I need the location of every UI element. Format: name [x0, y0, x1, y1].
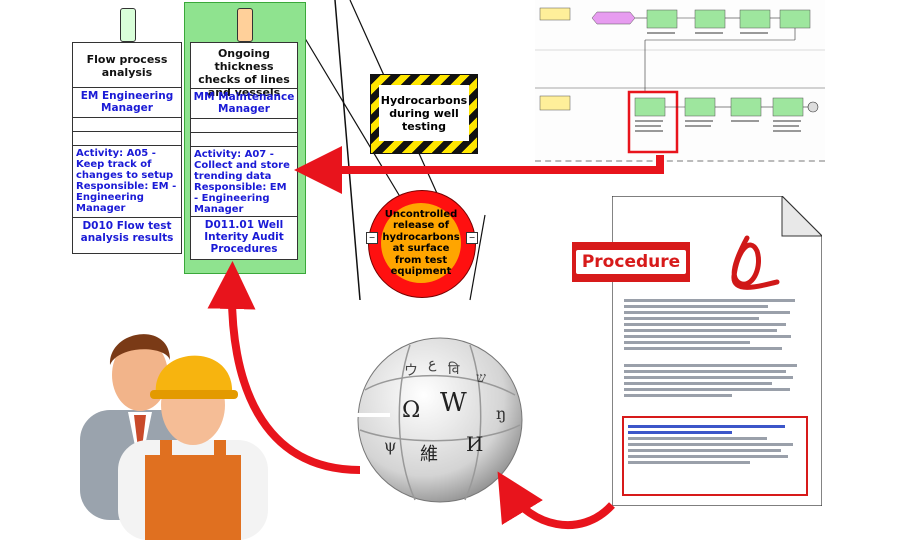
flow-card-spacer-1	[73, 118, 181, 132]
procedure-label: Procedure	[575, 250, 687, 274]
thickness-card-owner: MM Maintenance Manager	[191, 89, 297, 119]
wiki-glyph-8: ש	[476, 370, 486, 386]
event-collapse-left[interactable]: −	[366, 232, 378, 244]
wiki-glyph-3: 維	[420, 444, 438, 465]
hazard-box[interactable]: Hydrocarbons during well testing	[370, 74, 478, 154]
procedure-label-box: Procedure	[572, 242, 690, 282]
wiki-glyph-6: ع	[428, 356, 437, 372]
wiki-glyph-4: И	[466, 432, 484, 456]
procedure-document[interactable]: Procedure	[572, 196, 822, 506]
wiki-glyph-7: वि	[448, 362, 460, 378]
wiki-glyph-5: ウ	[404, 363, 418, 379]
hazard-label: Hydrocarbons during well testing	[379, 85, 469, 141]
event-collapse-right[interactable]: −	[466, 232, 478, 244]
flow-process-card[interactable]: Flow process analysis EM Engineering Man…	[72, 42, 182, 254]
thickness-card-activity: Activity: A07 - Collect and store trendi…	[191, 147, 297, 217]
wiki-glyph-10: ŋ	[496, 404, 507, 423]
flow-card-activity: Activity: A05 - Keep track of changes to…	[73, 146, 181, 218]
flow-card-document: D010 Flow test analysis results	[80, 220, 174, 244]
procedure-text-lines	[624, 296, 804, 400]
top-event-circle[interactable]: Uncontrolled release of hydrocarbons at …	[368, 190, 476, 298]
process-flow-thumbnail	[535, 0, 825, 162]
wiki-glyph-2: W	[440, 388, 467, 418]
thickness-checks-card[interactable]: Ongoing thickness checks of lines and ve…	[190, 42, 298, 260]
wiki-glyph-9: ψ	[384, 436, 397, 455]
flow-card-handle	[120, 8, 136, 42]
top-event-label: Uncontrolled release of hydrocarbons at …	[381, 203, 461, 283]
wiki-glyph-1: Ω	[402, 398, 421, 423]
flow-card-title: Flow process analysis	[73, 43, 181, 88]
thickness-card-title: Ongoing thickness checks of lines and ve…	[191, 43, 297, 99]
thickness-card-spacer-2	[191, 133, 297, 147]
thickness-card-document: D011.01 Well Interity Audit Procedures	[204, 219, 284, 255]
flow-card-owner: EM Engineering Manager	[73, 88, 181, 118]
procedure-highlight-section	[622, 416, 808, 496]
thickness-card-handle	[237, 8, 253, 42]
thickness-card-spacer-1	[191, 119, 297, 133]
flow-card-spacer-2	[73, 132, 181, 146]
